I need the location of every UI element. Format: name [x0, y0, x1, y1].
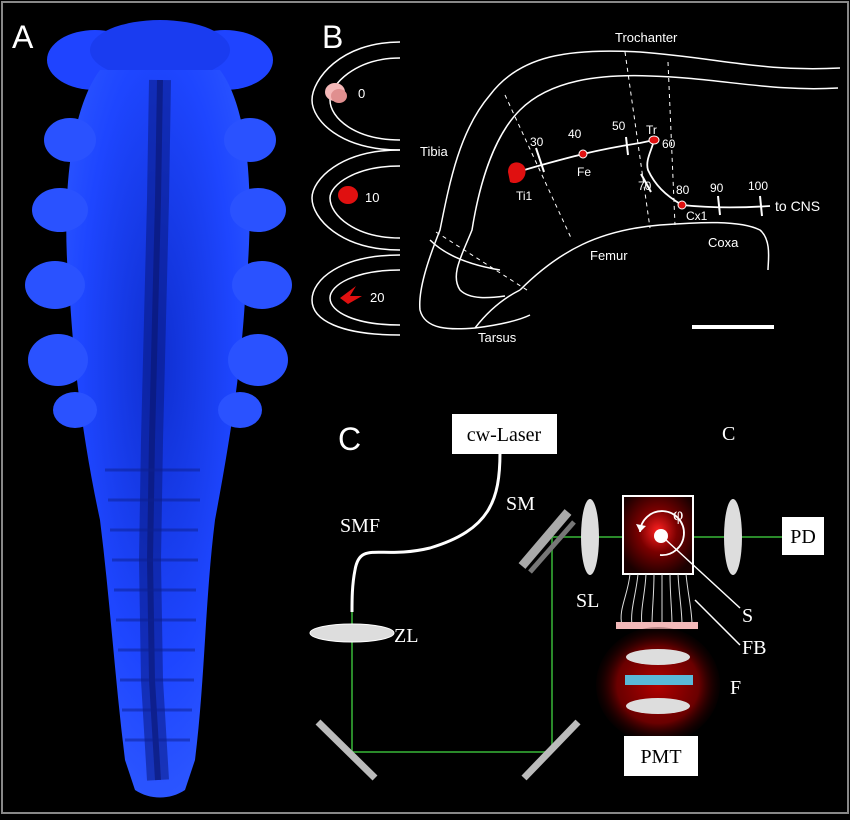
pioneer-path [517, 139, 771, 209]
fiber-bundle-end [616, 622, 698, 629]
mark-80: 80 [676, 183, 690, 197]
s-label: S [742, 605, 753, 627]
pmt-label: PMT [640, 746, 681, 768]
mark-90: 90 [710, 181, 724, 195]
scan-lens [581, 499, 599, 575]
mark-100: 100 [748, 179, 768, 193]
sm-label: SM [506, 493, 535, 515]
panel-a: A [12, 19, 292, 798]
mark-60: 60 [662, 137, 676, 151]
mirror-right [521, 719, 581, 781]
mirror-left [315, 719, 378, 781]
label-tibia: Tibia [420, 144, 448, 159]
stage-neurons [325, 83, 362, 304]
neuron-cx1: Cx1 [686, 209, 708, 223]
panel-b: B 0 10 20 [311, 19, 841, 345]
smf-label: SMF [340, 515, 380, 537]
label-coxa: Coxa [708, 235, 739, 250]
neuron-fe: Fe [577, 165, 591, 179]
cw-laser-box [452, 414, 557, 454]
panel-a-letter: A [12, 19, 34, 55]
pmt-box [624, 736, 698, 776]
fiber-bundle [620, 573, 693, 626]
sample-sphere [654, 529, 668, 543]
label-femur: Femur [590, 248, 628, 263]
c-label: C [722, 423, 735, 445]
neuron-tr: Tr [646, 123, 657, 137]
filter-lens-bottom [626, 698, 690, 714]
rotation-arrow [639, 510, 685, 556]
phi-label: φ [673, 504, 683, 524]
embryo-image [25, 20, 292, 798]
filter-lens-top [626, 649, 690, 665]
scanning-mirror [518, 509, 576, 574]
sl-label: SL [576, 590, 599, 612]
label-to-cns: to CNS [775, 198, 820, 214]
segment-borders [435, 51, 676, 293]
zoom-lens [309, 623, 395, 643]
mark-50: 50 [612, 119, 626, 133]
stage-label-0: 0 [358, 86, 365, 101]
panel-c-letter: C [338, 421, 361, 457]
mark-70: 70 [638, 179, 652, 193]
single-mode-fiber [350, 451, 502, 613]
panel-b-letter: B [322, 19, 343, 55]
panel-c: C cw-Laser SMF SM C SL ZL S FB F [309, 414, 824, 781]
pd-label: PD [790, 526, 816, 548]
mark-30: 30 [530, 135, 544, 149]
stage-label-10: 10 [365, 190, 379, 205]
filter [625, 675, 693, 685]
cw-laser-label: cw-Laser [467, 424, 542, 446]
neuron-ti1: Ti1 [516, 189, 533, 203]
leg-neurons [508, 135, 687, 210]
s-pointer [665, 539, 741, 609]
zl-label: ZL [394, 625, 418, 647]
stage-schematics [311, 41, 401, 336]
mark-40: 40 [568, 127, 582, 141]
stage-label-20: 20 [370, 290, 384, 305]
collection-lens [724, 499, 742, 575]
fb-pointer [694, 599, 741, 646]
label-tarsus: Tarsus [478, 330, 517, 345]
path-ticks [535, 136, 763, 217]
pd-box [782, 517, 824, 555]
leg-outline [419, 50, 841, 330]
f-label: F [730, 677, 741, 699]
fb-label: FB [742, 637, 766, 659]
label-trochanter: Trochanter [615, 30, 678, 45]
